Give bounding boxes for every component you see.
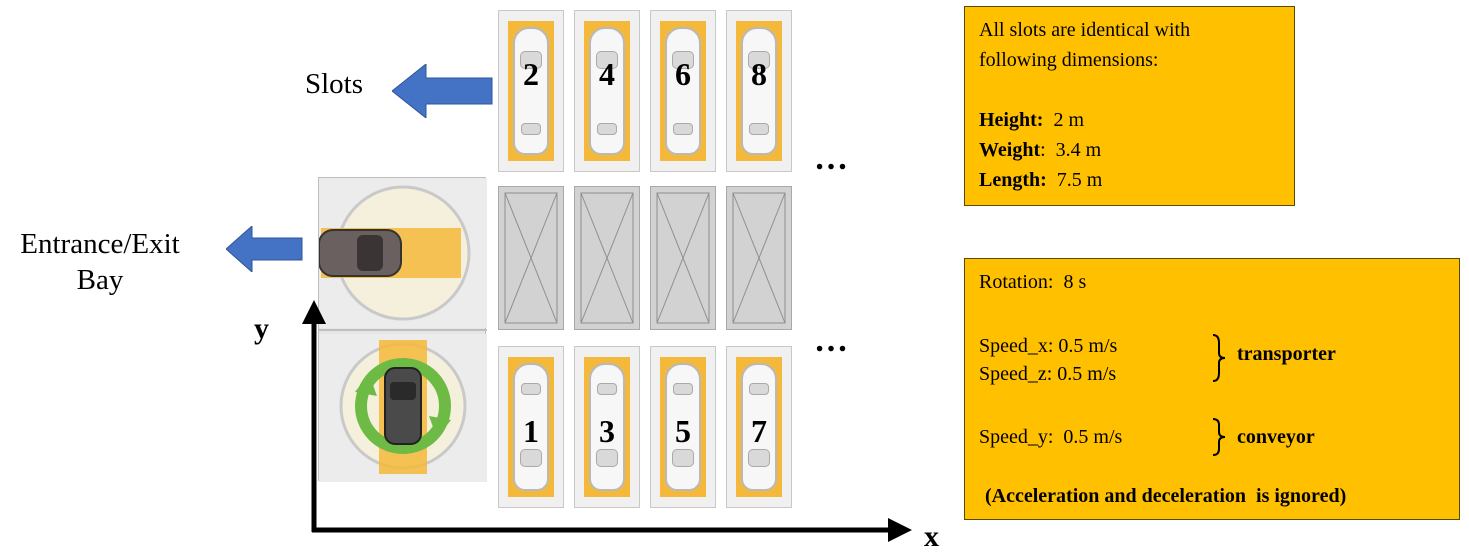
car-icon [589,27,625,155]
parking-slot: 3 [574,346,640,508]
dimension-value: : 3.4 m [1040,139,1102,161]
more-slots-ellipsis-bottom: … [814,322,851,359]
speed-y: Speed_y: 0.5 m/s [979,426,1123,448]
y-axis-label: y [254,312,269,345]
entrance-exit-bay-label: Entrance/Exit Bay [0,226,200,298]
entrance-bay-module [318,177,487,482]
speed-z: Speed_z: 0.5 m/s [979,363,1117,385]
rotation-time: Rotation: 8 s [979,271,1087,293]
transporter-lane-cell [726,186,792,330]
car-icon [589,363,625,491]
car-icon [741,27,777,155]
conveyor-label: conveyor [1237,426,1315,448]
slot-dimensions-box: All slots are identical with following d… [964,6,1295,206]
slots-label: Slots [305,68,364,100]
dimension-key: Length: [979,169,1047,191]
parking-slot: 6 [650,10,716,172]
transporter-lane-cell [574,186,640,330]
slot-number: 8 [751,56,767,92]
slot-number: 6 [675,56,691,92]
dimension-value: 2 m [1043,109,1084,131]
acceleration-note: (Acceleration and deceleration is ignore… [985,485,1347,507]
dimensions-intro-line2: following dimensions: [979,49,1159,71]
entrance-arrow-icon [226,226,303,272]
motion-timing-box: Rotation: 8 s Speed_x: 0.5 m/s Speed_z: … [964,258,1460,520]
conveyor-brace-icon [1212,418,1226,456]
transporter-label: transporter [1237,343,1336,365]
parking-slot: 1 [498,346,564,508]
dimension-row-height: Height: 2 m [979,105,1280,135]
dimensions-intro-line1: All slots are identical with [979,19,1191,41]
parking-slot: 7 [726,346,792,508]
car-icon [665,363,701,491]
slot-number: 7 [751,413,767,449]
x-axis-arrow-icon [888,518,912,542]
dimension-key: Weight [979,139,1041,161]
slot-number: 5 [675,413,691,449]
car-icon [513,27,549,155]
slot-number: 2 [523,56,539,92]
slots-arrow-icon [392,64,493,118]
rotation-icon [355,358,451,454]
transporter-lane-cell [498,186,564,330]
dimension-key: Height: [979,109,1044,131]
car-icon [513,363,549,491]
parking-slot: 8 [726,10,792,172]
slot-number: 3 [599,413,615,449]
transporter-brace-icon [1212,334,1226,382]
entrance-label-line2: Bay [76,264,124,296]
car-icon [665,27,701,155]
car-icon [741,363,777,491]
axes [302,300,912,542]
dimension-value: 7.5 m [1046,169,1103,191]
x-axis-label: x [924,520,939,553]
parking-slot: 5 [650,346,716,508]
slot-number: 1 [523,413,539,449]
transporter-lane-cell [650,186,716,330]
slot-number: 4 [599,56,615,92]
parking-slot: 4 [574,10,640,172]
dimension-row-weight: Weight: 3.4 m [979,135,1280,165]
entrance-label-line1: Entrance/Exit [20,228,180,260]
y-axis-arrow-icon [302,300,326,324]
speed-x: Speed_x: 0.5 m/s [979,335,1118,357]
entrance-bay-graphic [318,178,487,482]
parking-slot: 2 [498,10,564,172]
dimension-row-length: Length: 7.5 m [979,165,1280,195]
more-slots-ellipsis-top: … [814,140,851,177]
